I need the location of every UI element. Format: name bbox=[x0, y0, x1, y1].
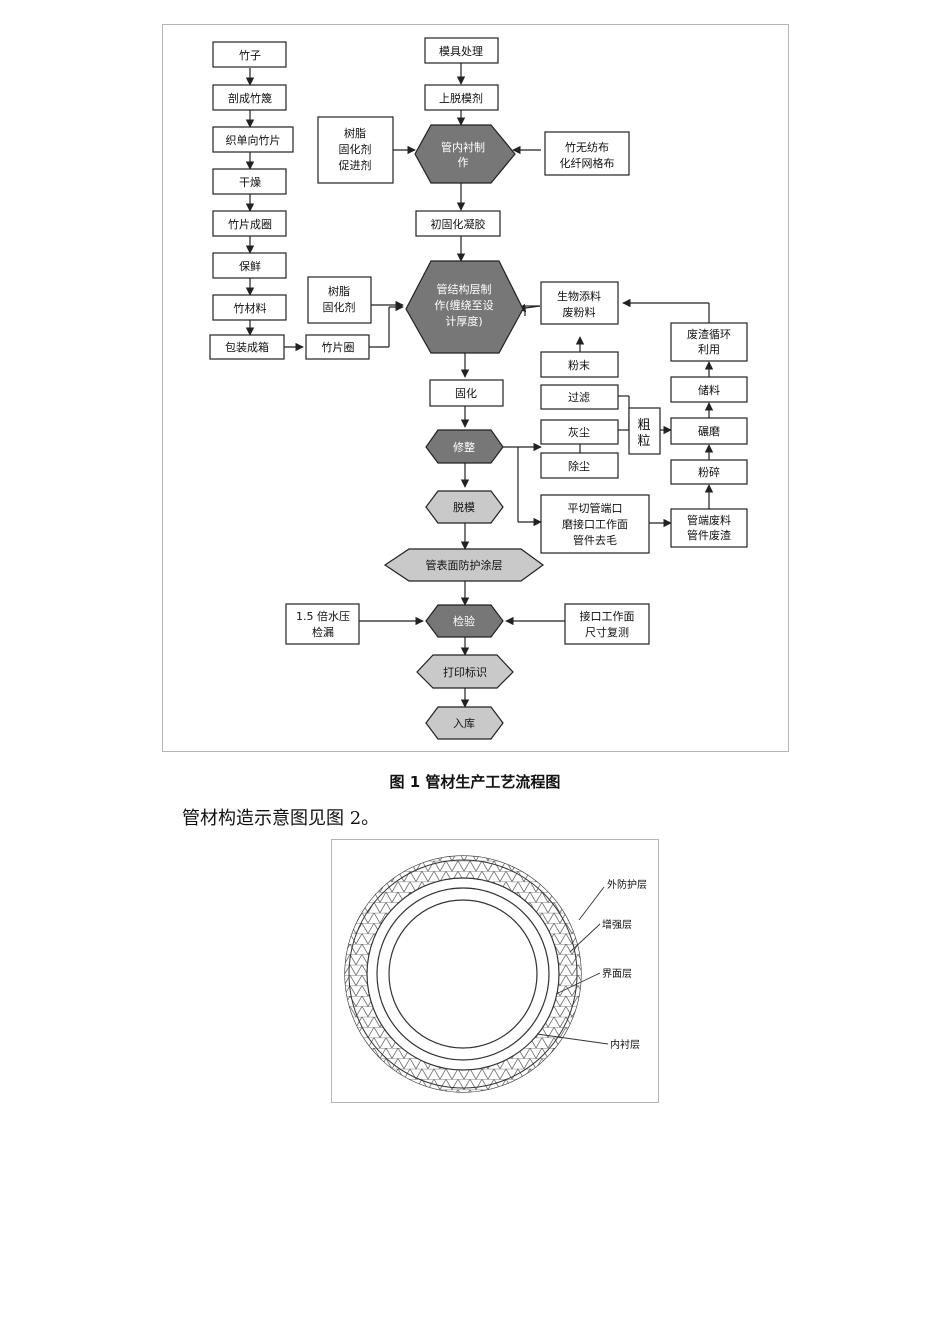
node-resin1-l3: 促进剂 bbox=[339, 158, 372, 172]
node-nonwoven-l2: 化纤网格布 bbox=[560, 156, 615, 170]
inner-lining-ring bbox=[376, 887, 550, 1061]
node-lining-l2: 作 bbox=[458, 156, 469, 169]
label-inner-layer: 内衬层 bbox=[610, 1038, 640, 1051]
node-joint-l1: 接口工作面 bbox=[580, 610, 635, 623]
node-structure-l1: 管结构层制 bbox=[437, 282, 492, 296]
node-cut-l2: 磨接口工作面 bbox=[562, 518, 628, 531]
node-split-strips: 剖成竹篾 bbox=[228, 91, 272, 105]
body-paragraph: 管材构造示意图见图 2。 bbox=[182, 808, 380, 829]
node-store: 储料 bbox=[698, 383, 720, 397]
node-cut-l3: 管件去毛 bbox=[573, 533, 617, 547]
label-interface-layer: 界面层 bbox=[602, 968, 632, 980]
node-roll: 竹片成圈 bbox=[228, 217, 272, 231]
node-trim: 修整 bbox=[453, 440, 475, 454]
node-initial-cure: 初固化凝胶 bbox=[431, 217, 486, 231]
hex-storage bbox=[425, 706, 504, 740]
node-dedust: 除尘 bbox=[568, 459, 590, 473]
hex-trim bbox=[425, 429, 504, 464]
node-waste-l2: 管件废渣 bbox=[687, 528, 731, 542]
node-coarse-l1: 粗 bbox=[637, 418, 650, 433]
bore bbox=[388, 899, 538, 1049]
node-pressure-l2: 检漏 bbox=[312, 625, 334, 639]
node-coating: 管表面防护涂层 bbox=[426, 558, 503, 572]
node-preserve: 保鲜 bbox=[239, 259, 261, 273]
node-recycle-l2: 利用 bbox=[698, 343, 720, 356]
node-bio-l1: 生物添料 bbox=[557, 289, 601, 303]
reinforce-outer-line bbox=[348, 859, 578, 1089]
hex-demold bbox=[425, 490, 504, 524]
pipe-cross-section: 外防护层 增强层 界面层 内衬层 bbox=[332, 840, 658, 1102]
label-outer-layer: 外防护层 bbox=[607, 878, 647, 891]
node-weave: 织单向竹片 bbox=[226, 133, 281, 147]
node-filter: 过滤 bbox=[568, 391, 590, 404]
hex-print bbox=[416, 654, 514, 689]
figure-1-frame: 竹子 剖成竹篾 织单向竹片 干燥 竹片成圈 保鲜 竹材料 包装成箱 竹片圈 树脂… bbox=[162, 24, 789, 752]
node-dust: 灰尘 bbox=[568, 425, 590, 439]
node-print-mark: 打印标识 bbox=[443, 665, 487, 679]
node-mold-prep: 模具处理 bbox=[439, 45, 483, 58]
hex-inspect bbox=[425, 604, 504, 638]
label-reinforce-layer: 增强层 bbox=[602, 918, 632, 931]
node-structure-l3: 计厚度) bbox=[445, 314, 482, 328]
node-nonwoven-l1: 竹无纺布 bbox=[565, 140, 609, 154]
node-cure: 固化 bbox=[455, 386, 477, 400]
node-zhuzi: 竹子 bbox=[239, 48, 261, 62]
node-powder: 粉末 bbox=[568, 358, 590, 372]
node-pack: 包装成箱 bbox=[225, 340, 269, 354]
hex-structure bbox=[405, 260, 524, 354]
node-joint-l2: 尺寸复测 bbox=[585, 625, 629, 639]
node-dry: 干燥 bbox=[239, 176, 261, 189]
figure-2-frame: 外防护层 增强层 界面层 内衬层 bbox=[331, 839, 659, 1103]
node-resin1-l1: 树脂 bbox=[344, 126, 366, 140]
hex-lining bbox=[414, 124, 516, 184]
node-crush: 粉碎 bbox=[698, 465, 720, 479]
process-flowchart: 竹子 剖成竹篾 织单向竹片 干燥 竹片成圈 保鲜 竹材料 包装成箱 竹片圈 树脂… bbox=[209, 37, 748, 740]
node-demold: 脱模 bbox=[453, 500, 475, 514]
node-recycle-l1: 废渣循环 bbox=[687, 327, 731, 341]
node-resin2-l2: 固化剂 bbox=[323, 300, 356, 314]
node-lining-l1: 管内衬制 bbox=[441, 140, 485, 154]
node-pressure-l1: 1.5 倍水压 bbox=[296, 609, 350, 623]
hex-coating bbox=[383, 548, 545, 582]
node-resin2-l1: 树脂 bbox=[328, 284, 350, 298]
figure-1-caption: 图 1 管材生产工艺流程图 bbox=[389, 773, 561, 791]
node-resin1-l2: 固化剂 bbox=[339, 142, 372, 156]
node-coarse-l2: 粒 bbox=[637, 434, 650, 449]
node-bio-l2: 废粉料 bbox=[563, 305, 596, 319]
node-inspect: 检验 bbox=[453, 614, 475, 628]
node-bamboo-ring: 竹片圈 bbox=[322, 340, 355, 354]
node-release-agent: 上脱模剂 bbox=[439, 91, 483, 105]
node-storage: 入库 bbox=[453, 717, 475, 730]
node-structure-l2: 作(缠绕至设 bbox=[434, 298, 493, 312]
node-grind: 碾磨 bbox=[698, 425, 720, 438]
node-cut-l1: 平切管端口 bbox=[568, 501, 623, 515]
node-waste-l1: 管端废料 bbox=[687, 513, 731, 527]
node-bamboo-material: 竹材料 bbox=[234, 301, 267, 315]
